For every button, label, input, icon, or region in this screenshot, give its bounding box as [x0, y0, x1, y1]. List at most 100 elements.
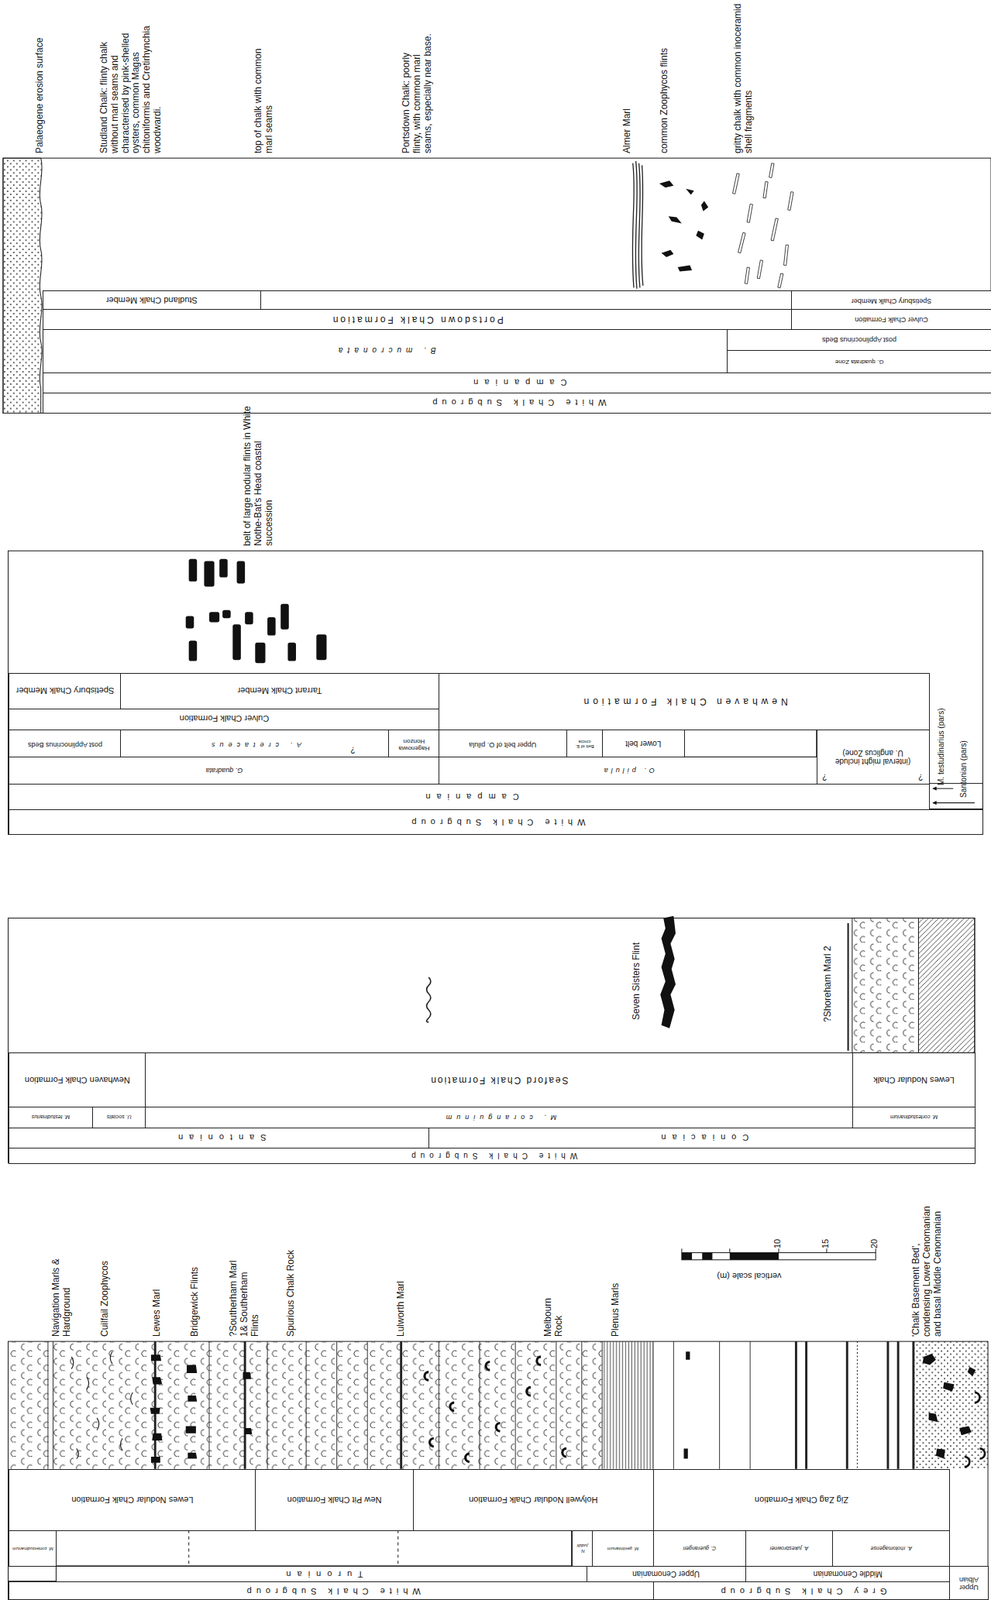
- cell-label: Portsdown Chalk Formation: [330, 314, 504, 325]
- strat-cell: Belt of E. cincta: [566, 729, 603, 759]
- log-graphic: [922, 1354, 976, 1460]
- strat-cell: M. cortestudinarium: [852, 1107, 976, 1129]
- cell-text-box: Campanian: [44, 374, 990, 393]
- cell-label: Zig Zag Chalk Formation: [754, 1496, 849, 1506]
- cell-text-box: G. quadrata Zone: [729, 351, 990, 372]
- cell-text-box: Grey Chalk Subgroup: [655, 1583, 948, 1600]
- log-graphic: [424, 1357, 567, 1463]
- log-graphic: [746, 203, 753, 223]
- cell-text-box: Culver Chalk Formation: [793, 310, 990, 329]
- strat-cell: Grey Chalk Subgroup: [653, 1582, 950, 1600]
- annotation: top of chalk with common marl seams: [253, 41, 276, 154]
- strat-cell: Upper belt of O. pilula: [438, 729, 568, 759]
- cell-label: G. quadrata Zone: [835, 357, 885, 365]
- strat-cell: Campanian: [8, 784, 930, 811]
- annotation: Portsdown Chalk: poorly flinty, with com…: [401, 30, 434, 154]
- cell-text-box: post Applinocrinus Beds: [10, 731, 120, 758]
- log-graphic: [681, 1253, 779, 1261]
- log-graphic: [787, 192, 794, 211]
- cell-label: Hagenowia Horizon: [390, 736, 438, 751]
- strat-cell: Santonian: [8, 1128, 431, 1150]
- cell-label: Campanian: [419, 792, 519, 802]
- cell-text-box: Newhaven Chalk Formation: [440, 674, 927, 729]
- cell-text-box: Newhaven Chalk Formation: [10, 1054, 145, 1107]
- cell-text-box: Coniacian: [430, 1129, 974, 1148]
- cell-text-box: Upper Albian: [951, 1568, 987, 1600]
- log-graphic: [55, 1531, 572, 1567]
- strat-cell: Newhaven Chalk Formation: [438, 673, 930, 730]
- cell-text-box: Tarrant Chalk Member: [122, 674, 438, 709]
- cell-label: M. coranguinum: [441, 1114, 558, 1122]
- log-graphic: [8, 1341, 989, 1600]
- log-graphic: [929, 784, 984, 810]
- strat-cell: N. juddii: [571, 1531, 593, 1568]
- annotation: 15: [820, 1232, 831, 1250]
- strat-cell: A. jukesbrownei: [745, 1531, 833, 1568]
- annotation: Bridgewick Flints: [189, 1235, 201, 1338]
- strat-cell: White Chalk Subgroup: [42, 392, 991, 414]
- cell-text-box: Lewes Nodular Chalk Formation: [10, 1471, 255, 1531]
- strat-cell: B. mucronata: [42, 329, 728, 373]
- log-graphic: [8, 1341, 603, 1470]
- log-graphic: [316, 634, 327, 661]
- cell-label: Holywell Nodular Chalk Formation: [469, 1496, 599, 1506]
- cell-label: Newhaven Chalk Formation: [24, 1076, 130, 1086]
- cell-text-box: U. socialis: [94, 1108, 144, 1127]
- log-graphic: [209, 612, 220, 623]
- cell-label: Upper Albian: [951, 1575, 987, 1592]
- annotation: ?: [817, 763, 832, 782]
- log-graphic: [267, 617, 276, 637]
- cell-text-box: A. jukesbrownei: [747, 1532, 831, 1566]
- cell-text-box: Zig Zag Chalk Formation: [655, 1471, 948, 1531]
- log-graphic: [770, 218, 778, 241]
- cell-label: Upper belt of O. pilula: [469, 739, 537, 748]
- annotation: 10: [772, 1232, 783, 1250]
- strat-cell: Lewes Nodular Chalk Formation: [8, 1469, 257, 1532]
- log-graphic: [918, 918, 974, 1053]
- cell-label: M. geslinianum: [607, 1546, 639, 1552]
- cell-label: Santonian: [172, 1133, 267, 1143]
- log-graphic: [232, 624, 241, 661]
- cell-label: N. juddii: [574, 1544, 591, 1555]
- strat-cell: Zig Zag Chalk Formation: [653, 1469, 950, 1532]
- log-graphic: [738, 232, 747, 253]
- log-graphic: [3, 158, 991, 413]
- strat-cell: Upper Cenomanian: [586, 1566, 746, 1583]
- log-graphic: [8, 1566, 57, 1583]
- cell-label: (interval might include U. anglicus Zone…: [832, 748, 913, 766]
- log-graphic: [852, 918, 919, 1053]
- log-graphic: [3, 158, 991, 1600]
- log-graphic: [280, 604, 290, 630]
- annotation: Melbourn Rock: [543, 1280, 565, 1337]
- annotation: Lulworth Marl: [395, 1245, 407, 1338]
- cell-text-box: post Applinocrinus Beds: [729, 330, 990, 349]
- cell-label: A. cretaceus: [206, 739, 302, 748]
- cell-label: White Chalk Subgroup: [428, 399, 607, 409]
- strat-cell: G. quadrata Zone: [726, 350, 991, 374]
- strat-cell: Lower belt: [602, 729, 685, 759]
- log-graphic: [932, 802, 975, 804]
- strat-cell: White Chalk Subgroup: [8, 1582, 654, 1600]
- annotation: ?: [344, 734, 362, 755]
- strat-cell: Spetisbury Chalk Member: [791, 290, 991, 310]
- log-graphic: [48, 1341, 751, 1470]
- annotation: 'Chalk Basement Bed', condensing Lower C…: [911, 1199, 943, 1338]
- cell-text-box: A. rhotomagense: [834, 1532, 948, 1566]
- strat-cell: Campanian: [42, 372, 991, 394]
- log-graphic: [732, 163, 795, 289]
- log-graphic: [660, 916, 676, 1029]
- cell-label: Tarrant Chalk Member: [237, 687, 323, 697]
- cell-label: M. cortestudinarium: [890, 1114, 938, 1122]
- log-graphic: [847, 923, 850, 1052]
- annotation: Navigation Marls & Hardground: [51, 1229, 73, 1337]
- cell-label: post Applinocrinus Beds: [27, 739, 102, 748]
- annotation: ?: [913, 763, 928, 782]
- cell-label: Culver Chalk Formation: [178, 715, 269, 725]
- strat-cell: Spetisbury Chalk Member: [8, 673, 122, 710]
- log-graphic: [287, 643, 296, 662]
- strat-cell: Middle Cenomanian: [745, 1566, 950, 1583]
- cell-label: Grey Chalk Subgroup: [716, 1586, 888, 1597]
- log-graphic: [8, 918, 975, 1164]
- cell-label: M. cortestudinarium: [12, 1546, 54, 1552]
- log-graphic: [783, 244, 788, 266]
